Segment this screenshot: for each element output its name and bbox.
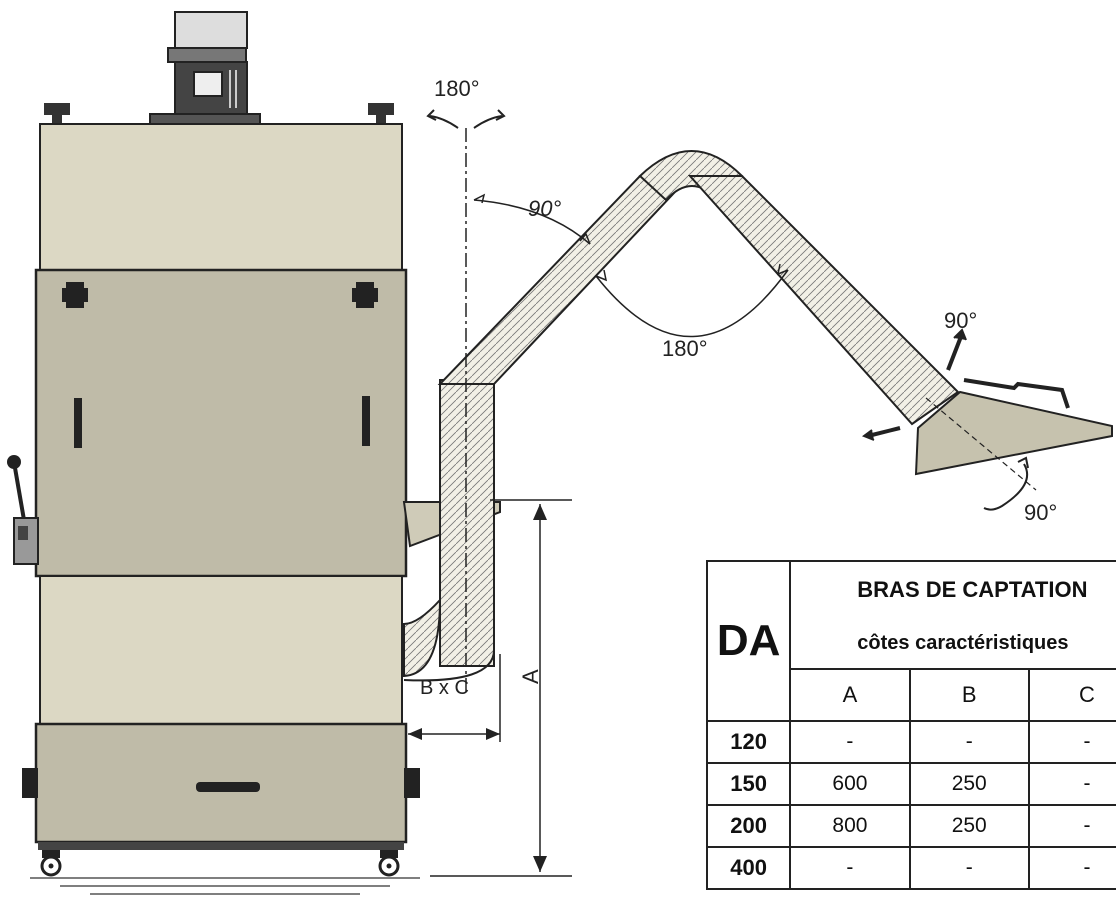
arm-vertical-hose xyxy=(439,379,495,667)
row-da-value: 120 xyxy=(706,720,792,764)
top-knob-left xyxy=(44,103,70,115)
hood-tilt-arrow-icon xyxy=(946,333,964,371)
shaker-lever xyxy=(7,455,39,565)
hood-swivel-arrow-icon xyxy=(867,426,901,438)
table-row: 150 600 250 - xyxy=(706,762,1116,806)
table-row-header-da: DA xyxy=(706,560,792,722)
cabinet-lower-section xyxy=(39,575,403,725)
latch-right xyxy=(352,282,378,308)
capture-hood xyxy=(914,390,1113,476)
angle-elbow-label: 180° xyxy=(662,336,708,361)
floor xyxy=(30,877,420,895)
angle-vertical-label: 90° xyxy=(528,196,561,221)
annotations xyxy=(408,109,1037,877)
drawer-handle xyxy=(196,782,260,792)
cell-c: - xyxy=(1027,804,1116,848)
cabinet-top-section xyxy=(39,123,403,271)
latch-left xyxy=(62,282,88,308)
angle-arc-vertical xyxy=(473,199,591,245)
motor xyxy=(149,11,261,125)
extraction-arm xyxy=(402,150,1113,682)
cell-b: 250 xyxy=(908,762,1030,806)
arm-segment-2 xyxy=(687,175,960,426)
row-da-value: 200 xyxy=(706,804,792,848)
caster-right xyxy=(378,850,400,877)
spec-table: DA BRAS DE CAPTATION côtes caractéristiq… xyxy=(706,560,1116,890)
arm-segment-1 xyxy=(437,175,693,385)
cell-b: 250 xyxy=(908,804,1030,848)
table-title: BRAS DE CAPTATION xyxy=(789,560,1116,618)
cell-b: - xyxy=(908,846,1030,890)
table-row: 400 - - - xyxy=(706,846,1116,890)
filter-cabinet xyxy=(7,11,420,895)
row-da-value: 400 xyxy=(706,846,792,890)
table-column-a: A xyxy=(789,669,911,722)
table-row: 120 - - - xyxy=(706,720,1116,764)
cell-c: - xyxy=(1027,720,1116,764)
table-row: 200 800 250 - xyxy=(706,804,1116,848)
door-handle-left xyxy=(74,398,82,448)
arm-lower-elbow xyxy=(403,597,442,678)
drawer-clamp-left xyxy=(22,768,38,798)
door-handle-right xyxy=(362,396,370,446)
rotation-top-label: 180° xyxy=(434,76,480,101)
cell-c: - xyxy=(1027,846,1116,890)
cell-a: - xyxy=(789,846,911,890)
cell-a: 600 xyxy=(789,762,911,806)
cabinet-middle-section xyxy=(34,268,408,578)
cell-b: - xyxy=(908,720,1030,764)
rotation-arrow-right-icon xyxy=(473,115,503,129)
table-column-b: B xyxy=(908,669,1030,722)
drawer-clamp-right xyxy=(404,768,420,798)
caster-left xyxy=(40,850,62,877)
angle-hood-up-label: 90° xyxy=(944,308,977,333)
dimension-a-label: A xyxy=(518,669,543,684)
table-subtitle: côtes caractéristiques xyxy=(789,618,1116,670)
spec-table-container: DA BRAS DE CAPTATION côtes caractéristiq… xyxy=(706,560,1116,920)
cell-c: - xyxy=(1027,762,1116,806)
cell-a: 800 xyxy=(789,804,911,848)
top-knob-right xyxy=(368,103,394,115)
hood-handle xyxy=(963,378,1070,409)
row-da-value: 150 xyxy=(706,762,792,806)
table-column-c: C xyxy=(1027,669,1116,722)
cell-a: - xyxy=(789,720,911,764)
angle-hood-bottom-label: 90° xyxy=(1024,500,1057,525)
hood-rotation-arrow-icon xyxy=(983,463,1029,511)
angle-arc-elbow xyxy=(595,269,789,338)
rotation-arrow-left-icon xyxy=(429,115,459,129)
dimension-bxc-label: B x C xyxy=(420,677,469,699)
